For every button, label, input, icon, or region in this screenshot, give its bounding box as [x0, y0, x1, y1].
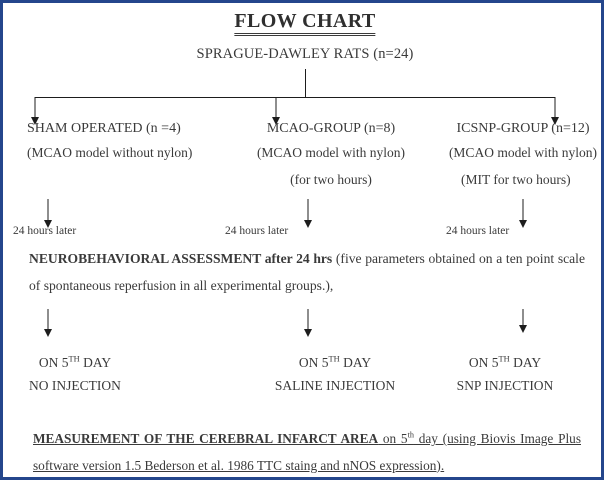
timepoint-stem-mcao	[307, 199, 309, 222]
day5-suffix-icsnp: DAY	[509, 355, 542, 370]
day5-sup-mcao: TH	[328, 354, 340, 364]
day5-label-sham: ON 5TH DAY	[38, 354, 112, 370]
injection-label-sham: NO INJECTION	[29, 378, 121, 393]
branch-arrow-sham	[31, 117, 39, 125]
day5-label-icsnp: ON 5TH DAY	[468, 354, 542, 370]
day5-text-icsnp: ON 5	[468, 355, 499, 370]
timepoint-arrow-sham	[44, 220, 52, 228]
branch-distributor-line	[35, 97, 555, 98]
root-node-label: SPRAGUE-DAWLEY RATS (n=24)	[196, 46, 414, 62]
measurement-sup-text: th	[407, 430, 414, 440]
day5-arrow-icsnp	[519, 325, 527, 333]
day5-suffix-mcao: DAY	[339, 355, 372, 370]
group-detail-sham-line2: (MCAO model without nylon)	[27, 145, 193, 160]
neurobehavioral-assessment-text: NEUROBEHAVIORAL ASSESSMENT after 24 hrs …	[29, 246, 585, 299]
group-detail-mcao-line2: (MCAO model with nylon)	[256, 145, 406, 160]
day5-suffix-sham: DAY	[79, 355, 112, 370]
group-label-sham: SHAM OPERATED (n =4)	[27, 121, 181, 136]
day5-stem-mcao	[307, 309, 309, 335]
timepoint-arrow-mcao	[304, 220, 312, 228]
page-title: FLOW CHART	[234, 11, 376, 36]
day5-text-mcao: ON 5	[298, 355, 329, 370]
timepoint-label-sham: 24 hours later	[13, 225, 77, 237]
group-detail-icsnp-line3: (MIT for two hours)	[461, 172, 571, 187]
day5-stem-sham	[47, 309, 49, 335]
root-stem-line	[305, 69, 306, 97]
timepoint-label-mcao: 24 hours later	[225, 225, 289, 237]
measurement-text: MEASUREMENT OF THE CEREBRAL INFARCT AREA…	[33, 426, 581, 477]
day5-text-sham: ON 5	[38, 355, 69, 370]
day5-stem-icsnp	[522, 309, 524, 331]
branch-stem-mcao	[275, 97, 277, 119]
day5-sup-icsnp: TH	[498, 354, 510, 364]
measurement-mid-text: on 5	[378, 431, 408, 446]
timepoint-label-icsnp: 24 hours later	[446, 225, 510, 237]
group-detail-icsnp-line2: (MCAO model with nylon)	[448, 145, 598, 160]
group-detail-mcao-line3: (for two hours)	[290, 172, 372, 187]
timepoint-stem-sham	[47, 199, 49, 222]
timepoint-stem-icsnp	[522, 199, 524, 222]
day5-arrow-sham	[44, 329, 52, 337]
assessment-detail-text: (five parameters obtained on a ten point…	[29, 251, 585, 293]
group-label-mcao: MCAO-GROUP (n=8)	[266, 121, 396, 136]
injection-label-icsnp: SNP INJECTION	[456, 378, 554, 393]
group-label-icsnp: ICSNP-GROUP (n=12)	[456, 121, 590, 136]
injection-label-mcao: SALINE INJECTION	[274, 378, 396, 393]
day5-label-mcao: ON 5TH DAY	[298, 354, 372, 370]
branch-stem-icsnp	[554, 97, 556, 119]
assessment-bold-text: NEUROBEHAVIORAL ASSESSMENT after 24 hrs	[29, 251, 333, 266]
measurement-bold-text: MEASUREMENT OF THE CEREBRAL INFARCT AREA	[33, 431, 379, 446]
measurement-detail-text: day (using Biovis Image Plus software ve…	[33, 431, 581, 473]
day5-sup-sham: TH	[68, 354, 80, 364]
day5-arrow-mcao	[304, 329, 312, 337]
branch-arrow-icsnp	[551, 117, 559, 125]
branch-stem-sham	[34, 97, 36, 119]
branch-arrow-mcao	[272, 117, 280, 125]
timepoint-arrow-icsnp	[519, 220, 527, 228]
